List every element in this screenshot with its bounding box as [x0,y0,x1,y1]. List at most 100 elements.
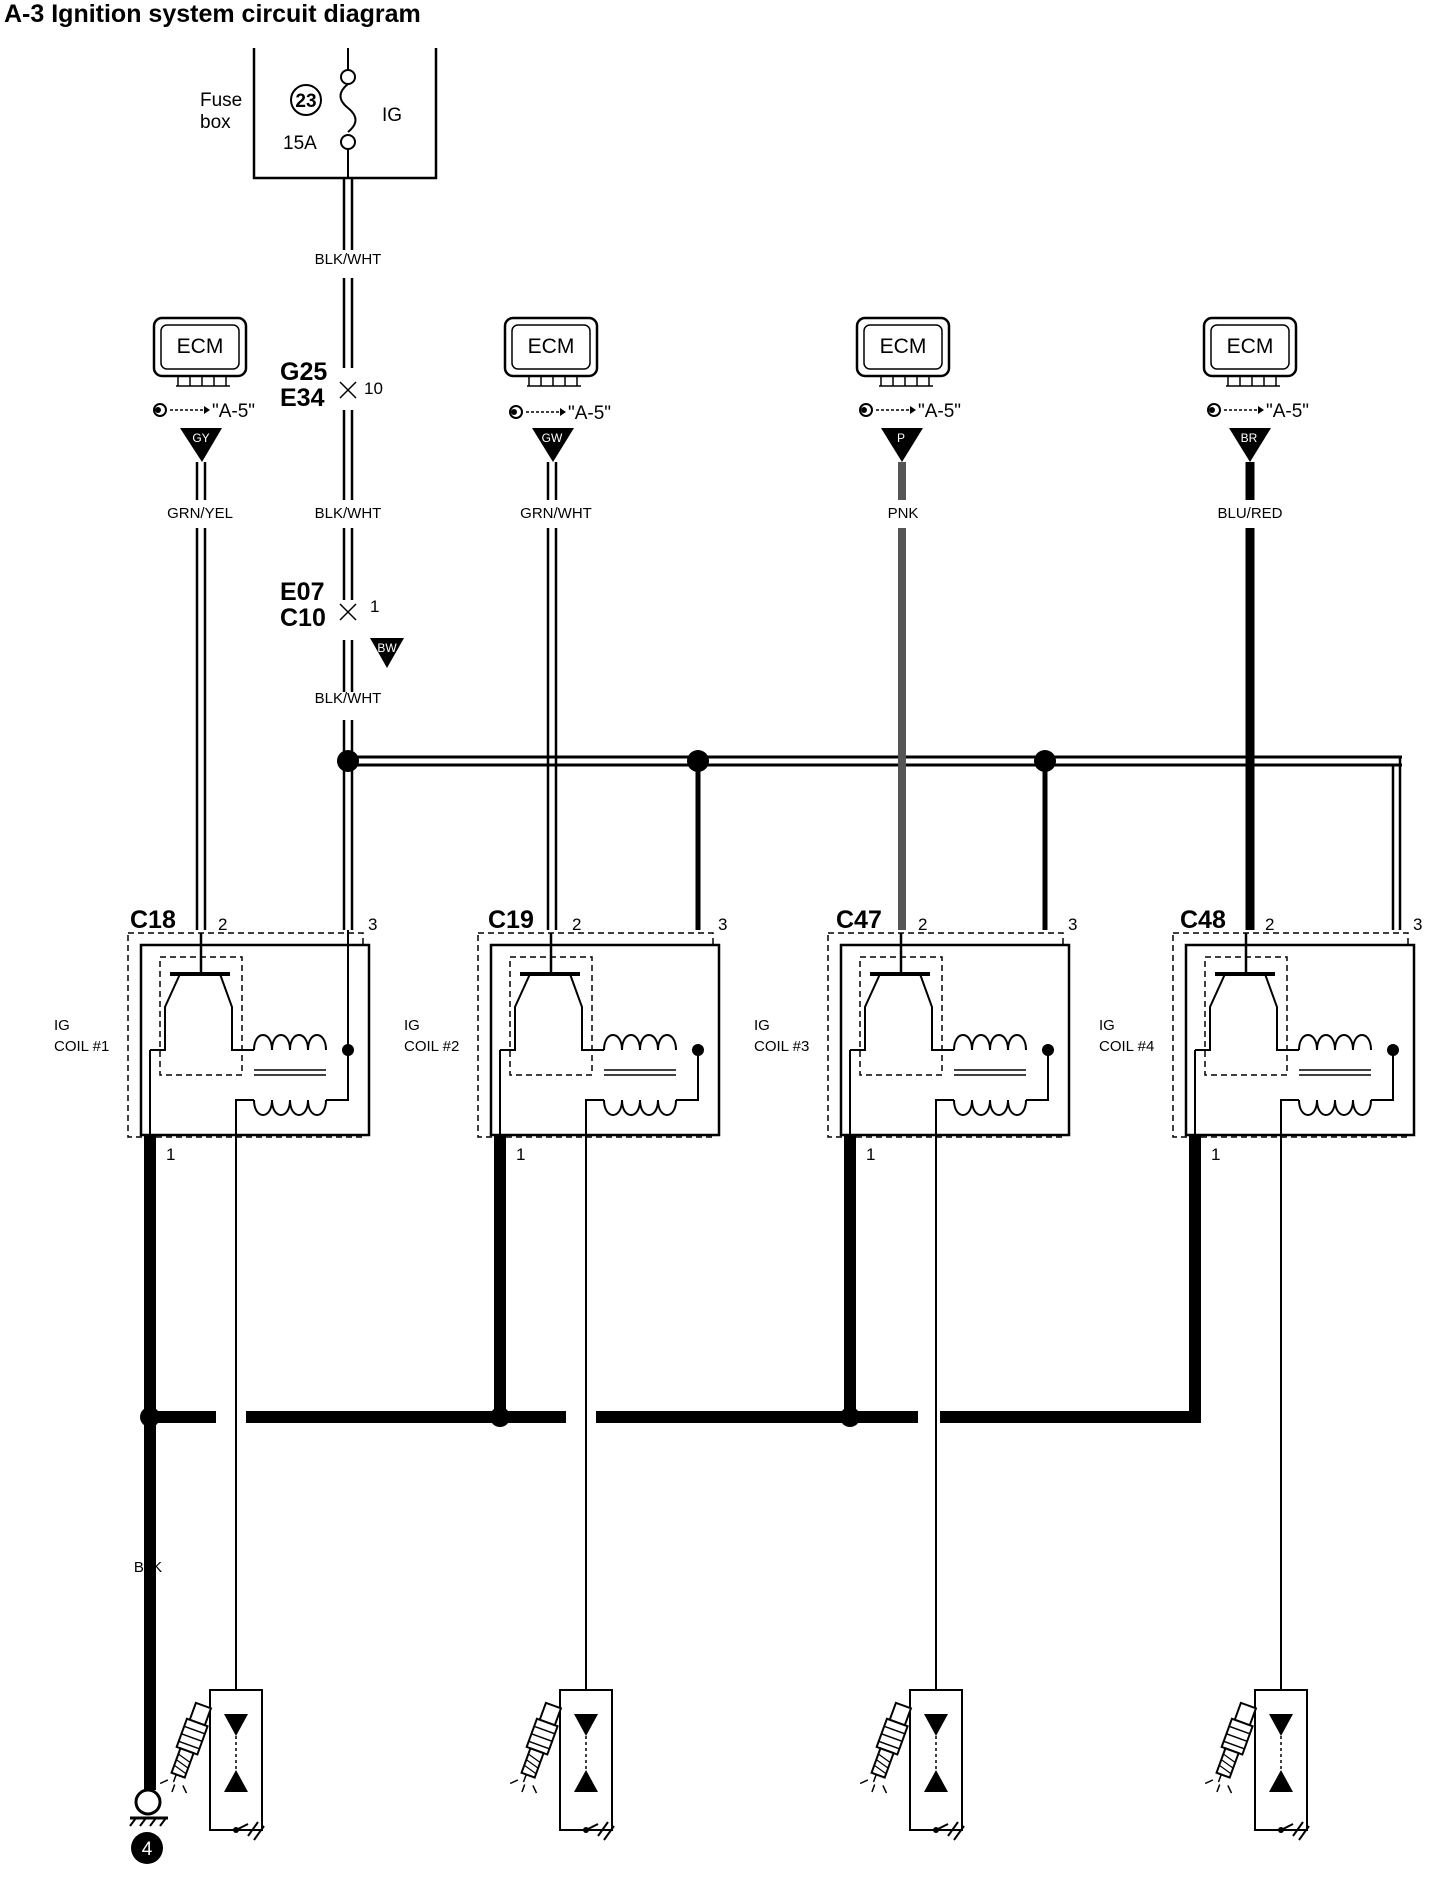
coil-connector: C19 [488,906,534,934]
splice-dot [687,750,709,772]
connector-g25-pin: 10 [364,379,383,398]
connector-g25: G25 [280,358,327,386]
ignition-coil-2: C19 2 3 1 IG COIL #2 [404,906,727,1164]
connector-c10: C10 [280,604,326,632]
coil-label-line2: COIL #4 [1099,1038,1154,1055]
coil-pin-ground: 1 [866,1145,875,1164]
coil-label-line1: IG [404,1017,420,1034]
reference-eye-icon [859,403,916,417]
spark-plug-4 [1204,1689,1310,1841]
diagram-title: A-3 Ignition system circuit diagram [4,0,421,28]
connector-tag-bw: BW [370,638,404,668]
ground-wires [140,1135,1201,1790]
ecm-reference: "A-5" [1266,401,1309,422]
ecm-wire-label: GRN/YEL [167,505,233,522]
fuse-number-circle [290,84,322,116]
spark-plug-icon [1204,1701,1258,1794]
ecm-tag: BR [1241,431,1258,445]
connector-pin-mark-icon [339,381,357,399]
spark-plug-2 [509,1689,615,1841]
spark-plug-3 [859,1689,965,1841]
ecm-label: ECM [177,335,224,358]
coil-label-line2: COIL #3 [754,1038,809,1055]
ecm-reference: "A-5" [212,401,255,422]
ecm-reference: "A-5" [918,401,961,422]
ecm-wire-label: BLU/RED [1217,505,1282,522]
ecm-wire-label: PNK [888,505,919,522]
coil-label-line1: IG [54,1017,70,1034]
ecm-label: ECM [528,335,575,358]
connector-tag [881,428,923,462]
coil-pin-ground: 1 [1211,1145,1220,1164]
ecm-tag: GW [542,431,563,445]
spark-plug-icon [509,1701,563,1794]
connector-e07-pin: 1 [370,597,379,616]
reference-eye-icon [509,405,566,419]
ignition-coil-1: C18 2 3 1 IG COIL #1 [54,906,377,1164]
fuse-box-label-line2: box [200,112,231,133]
coil-pin-signal: 2 [218,915,227,934]
fuse-box: Fuse box 23 15A IG [200,48,438,180]
wire-label-feed-bottom: BLK/WHT [315,690,382,707]
coil-pin-ground: 1 [516,1145,525,1164]
fuse-box-label-line1: Fuse [200,90,242,111]
fuse-circuit-label: IG [382,105,402,126]
coil-pin-power: 3 [1413,915,1422,934]
ecm-tag: P [897,431,905,445]
ecm-reference: "A-5" [568,403,611,424]
connector-tag [532,428,574,462]
splice-dot [140,1407,160,1427]
coil-pin-signal: 2 [918,915,927,934]
fuse-symbol-icon [339,48,357,178]
wire-label-feed-top: BLK/WHT [315,251,382,268]
ground-wire-label: BLK [134,1559,162,1576]
coil-pin-signal: 2 [572,915,581,934]
ecm-unit-4: ECM "A-5" BR BLU/RED [1202,316,1309,522]
reference-eye-icon [1207,403,1264,417]
coil-connector: C48 [1180,906,1226,934]
ecm-label: ECM [880,335,927,358]
connector-pin-mark-icon [339,603,357,621]
fuse-rating: 15A [283,133,317,154]
main-feed-wire [342,178,354,930]
coil-pin-power: 3 [368,915,377,934]
splice-dot [1034,750,1056,772]
spark-plug-icon [859,1701,913,1794]
fuse-number: 23 [295,91,316,112]
coil-connector: C18 [130,906,176,934]
coil-label-line1: IG [1099,1017,1115,1034]
connector-e07: E07 [280,578,324,606]
ecm-wire-label: GRN/WHT [520,505,592,522]
splice-dot [337,750,359,772]
ecm-label: ECM [1227,335,1274,358]
coil-pin-power: 3 [718,915,727,934]
connector-tag [1229,428,1271,462]
ignition-coil-3: C47 2 3 1 IG COIL #3 [754,906,1077,1164]
high-tension-leads [235,1120,1282,1690]
tag-bw-text: BW [377,641,397,655]
connector-e34: E34 [280,384,325,412]
coil-label-line2: COIL #1 [54,1038,109,1055]
ground-point: 4 [129,1788,168,1864]
coil-label-line2: COIL #2 [404,1038,459,1055]
signal-wires [195,462,1255,930]
ecm-unit-1: ECM "A-5" GY GRN/YEL [152,316,255,522]
wire-label-feed-mid: BLK/WHT [315,505,382,522]
coil-label-line1: IG [754,1017,770,1034]
ecm-unit-2: ECM "A-5" GW GRN/WHT [503,316,611,522]
spark-plug-icon [159,1701,213,1794]
ignition-coil-4: C48 2 3 1 IG COIL #4 [1099,906,1422,1164]
spark-plug-1 [159,1689,265,1841]
connector-tag [180,428,222,462]
ground-point-number: 4 [142,1839,153,1860]
ecm-tag: GY [192,431,209,445]
coil-pin-signal: 2 [1265,915,1274,934]
reference-eye-icon [153,403,210,417]
power-bus [337,750,1402,930]
ecm-unit-3: ECM "A-5" P PNK [855,316,961,522]
coil-pin-ground: 1 [166,1145,175,1164]
coil-connector: C47 [836,906,882,934]
splice-dot [840,1407,860,1427]
coil-pin-power: 3 [1068,915,1077,934]
